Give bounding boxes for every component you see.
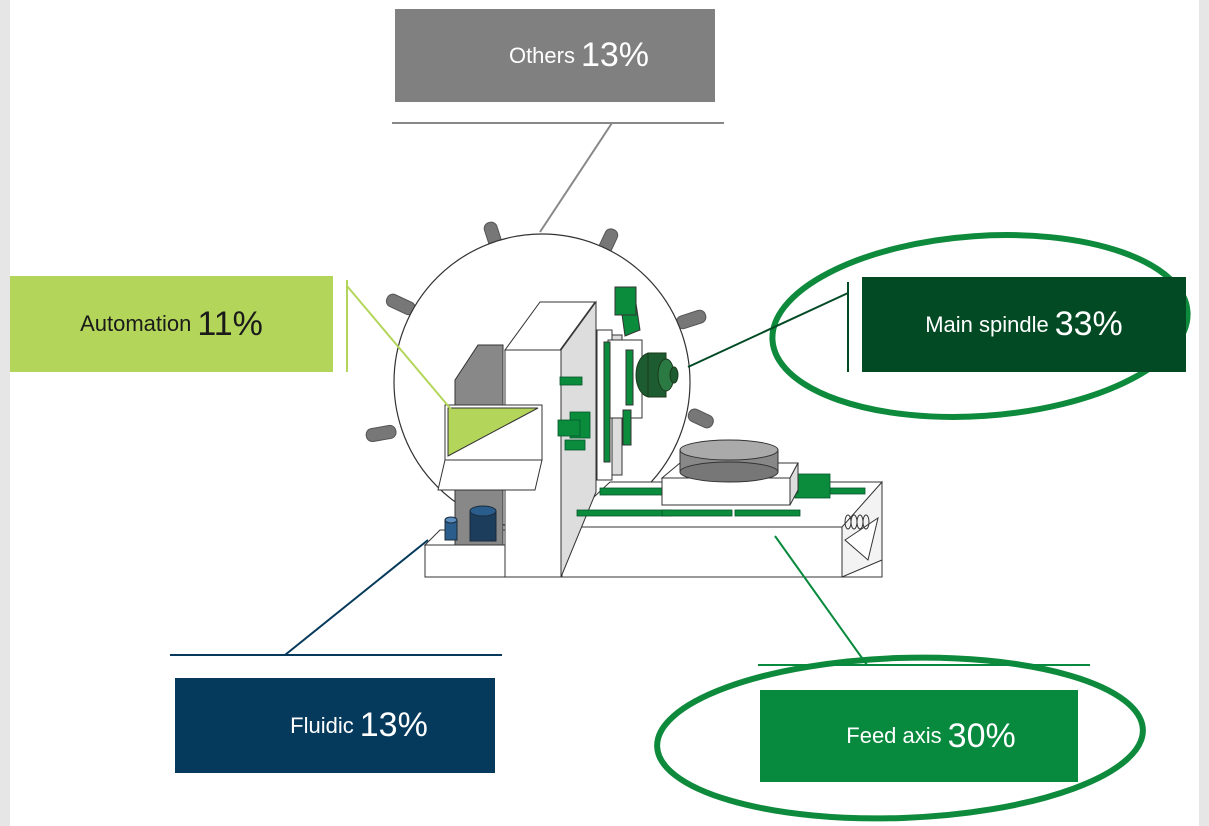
automation-percent: 11%	[197, 304, 263, 343]
feed-axis-highlight	[654, 654, 1146, 822]
others-percent: 13%	[580, 36, 650, 74]
right-frame-bar	[1199, 0, 1209, 826]
others-label-box: Others 13%	[395, 9, 715, 102]
main-spindle-label-box: Main spindle 33%	[862, 277, 1186, 372]
main-spindle-percent: 33%	[1054, 305, 1123, 343]
feed-axis-name: Feed axis	[846, 723, 942, 748]
left-frame-bar	[0, 0, 10, 826]
fluidic-percent: 13%	[359, 706, 428, 744]
main-spindle-highlight	[769, 232, 1191, 420]
main-spindle-motor	[635, 352, 679, 398]
rotary-table	[660, 439, 799, 506]
leader-lines	[170, 122, 1090, 666]
fluidic-name: Fluidic	[290, 712, 354, 738]
others-name: Others	[508, 42, 575, 68]
fluidic-containers	[444, 505, 497, 542]
feed-axis-percent: 30%	[947, 716, 1016, 755]
main-spindle-name: Main spindle	[925, 311, 1049, 337]
automation-screen	[437, 404, 543, 491]
fluidic-label-box: Fluidic 13%	[175, 678, 495, 773]
automation-name: Automation	[80, 311, 192, 336]
automation-label-box: Automation 11%	[10, 276, 333, 372]
feed-axis-label-box: Feed axis 30%	[760, 690, 1078, 782]
